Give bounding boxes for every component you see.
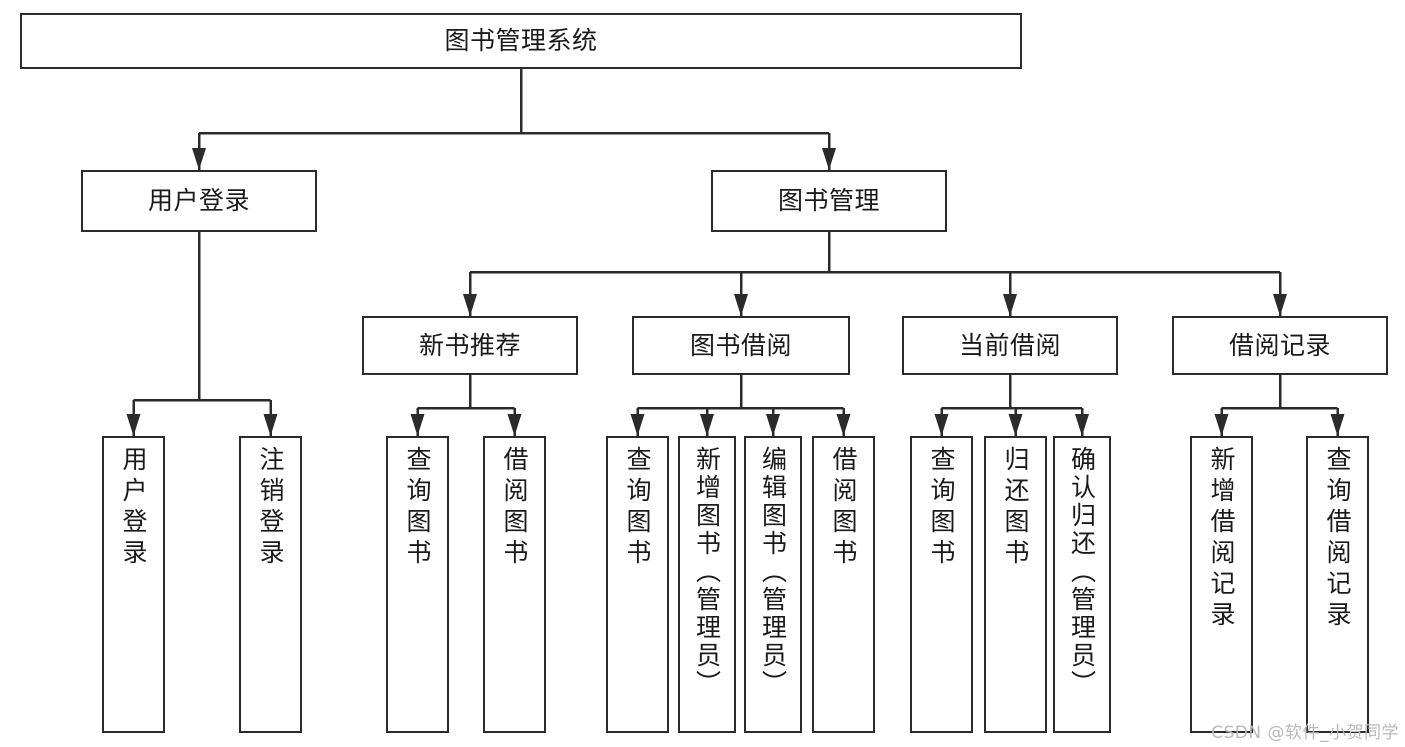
node-leaf-edit-book-admin[interactable]: 编辑图书（管理员） (744, 436, 802, 733)
node-book-management[interactable]: 图书管理 (711, 170, 947, 232)
node-label: 查询图书 (403, 446, 432, 570)
node-label: 注销登录 (256, 446, 285, 570)
node-new-book-recommend[interactable]: 新书推荐 (362, 316, 578, 375)
node-label: 借阅图书 (829, 446, 858, 570)
node-label: 新增图书（管理员） (692, 446, 722, 698)
node-leaf-user-login[interactable]: 用户登录 (102, 436, 165, 733)
watermark-text: CSDN @软件_小贺同学 (1211, 723, 1399, 743)
node-leaf-logout[interactable]: 注销登录 (239, 436, 302, 733)
node-label: 图书借阅 (689, 330, 792, 360)
node-leaf-borrow-book-borrow[interactable]: 借阅图书 (812, 436, 875, 733)
node-borrow-record[interactable]: 借阅记录 (1172, 316, 1388, 375)
node-leaf-confirm-return-admin[interactable]: 确认归还（管理员） (1053, 436, 1111, 733)
node-book-borrow[interactable]: 图书借阅 (632, 316, 850, 375)
node-label: 图书管理系统 (444, 26, 598, 55)
node-leaf-query-borrow-record[interactable]: 查询借阅记录 (1306, 436, 1369, 733)
node-label: 用户登录 (119, 446, 148, 570)
node-label: 查询图书 (927, 446, 956, 570)
node-label: 图书管理 (777, 186, 880, 215)
node-label: 借阅记录 (1228, 330, 1331, 360)
node-label: 查询借阅记录 (1323, 446, 1352, 632)
node-label: 确认归还（管理员） (1067, 446, 1097, 698)
node-leaf-add-borrow-record[interactable]: 新增借阅记录 (1190, 436, 1253, 733)
node-label: 当前借阅 (958, 330, 1061, 360)
node-label: 用户登录 (147, 186, 250, 215)
node-leaf-query-book-current[interactable]: 查询图书 (910, 436, 973, 733)
node-leaf-query-book-recommend[interactable]: 查询图书 (386, 436, 449, 733)
node-label: 新书推荐 (418, 330, 521, 360)
node-leaf-query-book-borrow[interactable]: 查询图书 (606, 436, 669, 733)
node-current-borrow[interactable]: 当前借阅 (902, 316, 1118, 375)
node-leaf-borrow-book-recommend[interactable]: 借阅图书 (483, 436, 546, 733)
node-leaf-add-book-admin[interactable]: 新增图书（管理员） (678, 436, 736, 733)
node-user-login[interactable]: 用户登录 (81, 170, 317, 232)
node-label: 归还图书 (1001, 446, 1030, 570)
node-label: 编辑图书（管理员） (758, 446, 788, 698)
node-label: 借阅图书 (500, 446, 529, 570)
node-label: 新增借阅记录 (1207, 446, 1236, 632)
node-root-system[interactable]: 图书管理系统 (20, 13, 1022, 69)
node-label: 查询图书 (623, 446, 652, 570)
node-leaf-return-book[interactable]: 归还图书 (984, 436, 1047, 733)
